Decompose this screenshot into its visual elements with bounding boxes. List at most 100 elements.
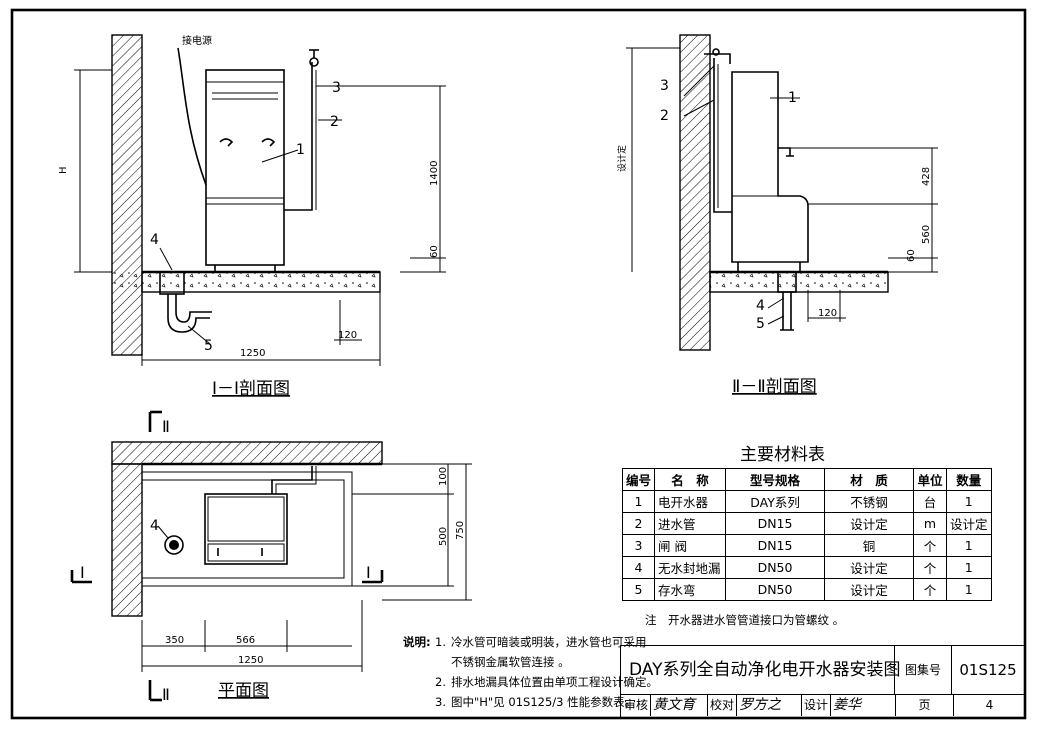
note-line: 3. 图中"H"见 01S125/3 性能参数表。 xyxy=(403,692,658,712)
materials-table-header: 编号 名 称 型号规格 材 质 单位 数量 xyxy=(621,468,992,491)
dim-566: 566 xyxy=(236,635,255,646)
dim-h: H xyxy=(58,166,69,174)
dim-60: 60 xyxy=(429,245,440,258)
table-row: 5 存水弯 DN50 设计定 个 1 xyxy=(621,578,992,601)
callout-4-plan: 4 xyxy=(150,518,159,534)
dim-120-b: 120 xyxy=(818,308,837,319)
page-number: 4 xyxy=(985,698,994,712)
dim-750: 750 xyxy=(455,521,466,540)
cell: 个 xyxy=(913,578,948,601)
cell: 4 xyxy=(621,556,656,579)
cell: DN15 xyxy=(725,512,826,535)
header-material: 材 质 xyxy=(824,468,915,491)
notes-block: 说明:1.冷水管可暗装或明装，进水管也可采用 不锈钢金属软管连接 。 2.排水地… xyxy=(403,632,658,712)
cell: 铜 xyxy=(824,534,915,557)
dim-500: 500 xyxy=(438,527,449,546)
materials-table-title: 主要材料表 xyxy=(740,445,825,465)
note-number: 3. xyxy=(435,695,446,709)
review-signature: 黄文育 xyxy=(653,695,708,716)
header-name: 名 称 xyxy=(654,468,727,491)
cell: DAY系列 xyxy=(725,490,826,513)
dim-560: 560 xyxy=(921,225,932,244)
cell: 5 xyxy=(621,578,656,601)
section-1-drawing xyxy=(74,34,446,366)
plan-drawing xyxy=(70,410,472,702)
cut-mark-I-left: I xyxy=(80,563,85,582)
dim-60-b: 60 xyxy=(906,249,917,262)
cell: DN50 xyxy=(725,578,826,601)
cell: 进水管 xyxy=(654,512,727,535)
callout-1: 1 xyxy=(296,142,305,158)
dim-120: 120 xyxy=(338,330,357,341)
cell: 1 xyxy=(621,490,656,513)
table-row: 3 闸 阀 DN15 铜 个 1 xyxy=(621,534,992,557)
table-row: 2 进水管 DN15 设计定 m 设计定 xyxy=(621,512,992,535)
cell: DN15 xyxy=(725,534,826,557)
cell: 1 xyxy=(946,490,992,513)
cell: 设计定 xyxy=(824,578,915,601)
cut-mark-II-bottom: Ⅱ xyxy=(162,685,170,704)
table-row: 4 无水封地漏 DN50 设计定 个 1 xyxy=(621,556,992,579)
notes-label: 说明: xyxy=(403,635,431,649)
table-row: 1 电开水器 DAY系列 不锈钢 台 1 xyxy=(621,490,992,513)
dim-1250: 1250 xyxy=(240,348,265,359)
materials-note: 注 开水器进水管管道接口为管螺纹 。 xyxy=(645,613,845,627)
design-label: 设计 xyxy=(804,695,831,716)
header-spec: 型号规格 xyxy=(725,468,826,491)
dim-1250-plan: 1250 xyxy=(238,655,263,666)
note-text: 冷水管可暗装或明装，进水管也可采用 xyxy=(451,635,647,649)
cut-mark-I-right: I xyxy=(366,563,371,582)
note-text: 不锈钢金属软管连接 。 xyxy=(451,655,570,669)
cell: 存水弯 xyxy=(654,578,727,601)
dim-1400: 1400 xyxy=(429,161,440,186)
cell: 个 xyxy=(913,534,948,557)
cell: 3 xyxy=(621,534,656,557)
dim-350: 350 xyxy=(165,635,184,646)
atlas-number: 01S125 xyxy=(952,645,1025,695)
callout-3-b: 3 xyxy=(660,78,669,94)
note-line: 说明: 1. 冷水管可暗装或明装，进水管也可采用 xyxy=(403,632,658,652)
section-1-labels: 接电源 H 1400 60 120 1250 1 2 3 4 5 Ⅰ－Ⅰ剖面图 xyxy=(58,34,440,399)
dim-design-defined: 设计定 xyxy=(616,145,628,172)
note-number: 1. xyxy=(435,635,446,649)
review-label: 审核 xyxy=(624,695,651,716)
cell: 闸 阀 xyxy=(654,534,727,557)
callout-5: 5 xyxy=(204,338,213,354)
dim-428: 428 xyxy=(921,167,932,186)
callout-1-b: 1 xyxy=(788,90,797,106)
callout-4-b: 4 xyxy=(756,298,765,314)
cut-mark-II-top: Ⅱ xyxy=(162,417,170,436)
cell: DN50 xyxy=(725,556,826,579)
section-1-title: Ⅰ－Ⅰ剖面图 xyxy=(212,379,290,399)
page-label: 页 xyxy=(896,695,954,716)
design-signature: 姜华 xyxy=(833,695,896,716)
cell: 台 xyxy=(913,490,948,513)
section-2-drawing xyxy=(626,34,938,351)
cell: 设计定 xyxy=(946,512,992,535)
callout-2: 2 xyxy=(330,114,339,130)
callout-5-b: 5 xyxy=(756,316,765,332)
note-line: 不锈钢金属软管连接 。 xyxy=(403,652,658,672)
note-text: 图中"H"见 01S125/3 性能参数表。 xyxy=(451,695,637,709)
cell: 设计定 xyxy=(824,556,915,579)
cell: 电开水器 xyxy=(654,490,727,513)
section-2-labels: 设计定 428 560 60 120 1 2 3 4 5 Ⅱ－Ⅱ剖面图 xyxy=(616,78,932,397)
header-number: 编号 xyxy=(621,468,656,491)
check-signature: 罗方之 xyxy=(739,695,802,716)
plan-labels: Ⅱ Ⅱ I I 100 500 750 350 566 1250 4 平面图 xyxy=(80,417,466,704)
section-2-title: Ⅱ－Ⅱ剖面图 xyxy=(732,377,817,397)
signature-row: 审核 黄文育 校对 罗方之 设计 姜华 页 4 xyxy=(620,695,1025,718)
cell: 不锈钢 xyxy=(824,490,915,513)
cell: 个 xyxy=(913,556,948,579)
plan-title: 平面图 xyxy=(218,681,269,701)
cell: 设计定 xyxy=(824,512,915,535)
cell: 1 xyxy=(946,578,992,601)
header-quantity: 数量 xyxy=(946,468,992,491)
callout-2-b: 2 xyxy=(660,108,669,124)
atlas-label: 图集号 xyxy=(895,645,952,695)
cell: 无水封地漏 xyxy=(654,556,727,579)
check-label: 校对 xyxy=(710,695,737,716)
cell: 2 xyxy=(621,512,656,535)
note-text: 排水地漏具体位置由单项工程设计确定。 xyxy=(451,675,658,689)
